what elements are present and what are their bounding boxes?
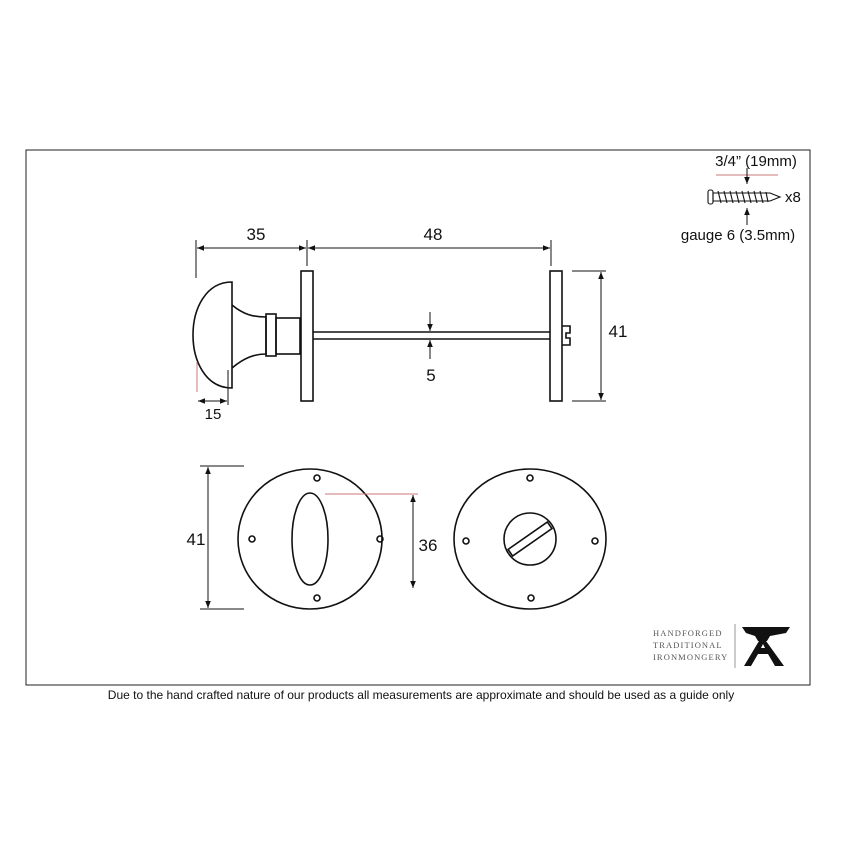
coin-slot [506,520,554,558]
screw-length-label: 3/4” (19mm) [715,153,797,170]
release-disc [503,512,557,566]
screw-quantity-label: x8 [785,189,801,206]
knob-boss [275,317,301,355]
screw-hole-right [376,535,384,543]
screw-hole-top [313,474,321,482]
screw-hole-bottom [527,594,535,602]
svg-text:IRONMONGERY: IRONMONGERY [653,652,728,662]
screw-callout [707,168,782,225]
side-dimensions [195,240,606,405]
knob-collar [265,313,277,357]
dim-label-48: 48 [424,225,443,244]
dim-label-5: 5 [426,366,435,385]
drawing-frame [25,149,811,686]
coin-slot-stub [562,325,571,346]
screw-hole-right [591,537,599,545]
screw-gauge-label: gauge 6 (3.5mm) [681,227,795,244]
back-view-release [453,468,607,610]
dim-label-41-side: 41 [609,322,628,341]
thumbturn-lever [291,492,329,586]
screw-hole-top [526,474,534,482]
dim-label-36: 36 [419,536,438,555]
measurement-disclaimer: Due to the hand crafted nature of our pr… [107,688,735,702]
front-rose [237,468,383,610]
dim-label-41-front: 41 [187,530,206,549]
knob-neck [231,304,267,369]
screw-hole-left [248,535,256,543]
right-rose-plate [549,270,563,402]
svg-text:TRADITIONAL: TRADITIONAL [653,640,723,650]
svg-text:HANDFORGED: HANDFORGED [653,628,723,638]
dim-label-15: 15 [205,406,222,423]
screw-icon [707,189,782,205]
screw-hole-bottom [313,594,321,602]
screw-hole-left [462,537,470,545]
left-rose-plate [300,270,314,402]
brand-logo: HANDFORGED TRADITIONAL IRONMONGERY [653,624,790,668]
front-dimensions [200,465,418,610]
knob-dome [192,281,233,389]
front-view-thumbturn [237,468,384,610]
anvil-icon [742,627,790,666]
side-view [192,270,571,402]
back-rose [453,468,607,610]
dim-label-35: 35 [247,225,266,244]
